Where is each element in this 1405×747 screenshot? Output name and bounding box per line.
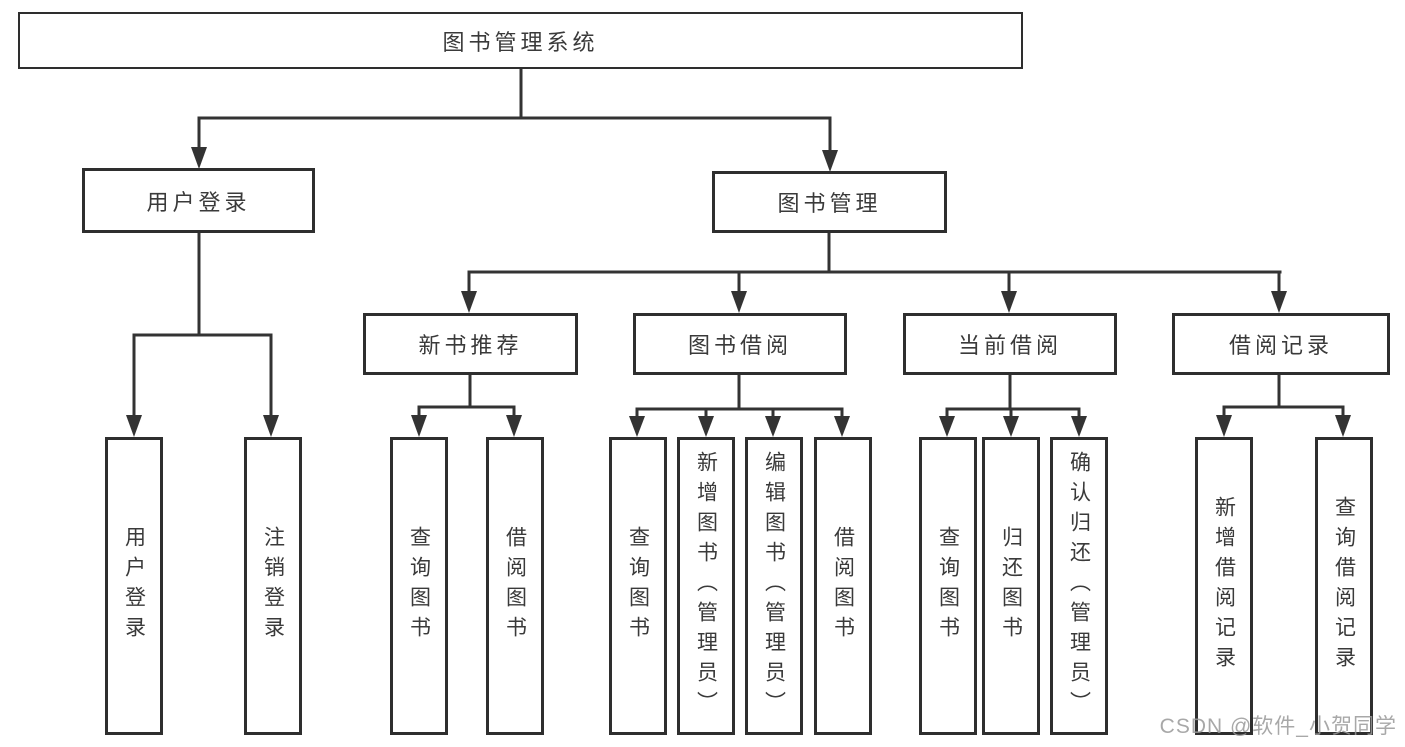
leaf-return-books: 归还图书: [982, 437, 1040, 735]
node-borrow-records: 借阅记录: [1172, 313, 1390, 375]
connector-new-book-recommend-children: [411, 373, 522, 437]
node-root: 图书管理系统: [18, 12, 1023, 69]
connector-current-borrow-children: [939, 373, 1087, 437]
leaf-user-login: 用户登录: [105, 437, 163, 735]
leaf-query-books-borrow: 查询图书: [609, 437, 667, 735]
node-current-borrow: 当前借阅: [903, 313, 1117, 375]
node-book-management: 图书管理: [712, 171, 947, 233]
connector-book-management-children: [461, 231, 1287, 313]
leaf-borrow-books-recommend: 借阅图书: [486, 437, 544, 735]
leaf-query-books-recommend: 查询图书: [390, 437, 448, 735]
leaf-edit-books-admin: 编辑图书（管理员）: [745, 437, 803, 735]
csdn-watermark: CSDN @软件_小贺同学: [1159, 715, 1397, 738]
node-user-login: 用户登录: [82, 168, 315, 233]
leaf-confirm-return-admin: 确认归还（管理员）: [1050, 437, 1108, 735]
connector-root-to-level2: [191, 67, 838, 172]
connector-user-login-children: [126, 231, 279, 437]
leaf-query-books-current: 查询图书: [919, 437, 977, 735]
node-book-borrow: 图书借阅: [633, 313, 847, 375]
leaf-query-borrow-record: 查询借阅记录: [1315, 437, 1373, 735]
leaf-add-borrow-record: 新增借阅记录: [1195, 437, 1253, 735]
node-new-book-recommend: 新书推荐: [363, 313, 578, 375]
connector-book-borrow-children: [629, 373, 850, 437]
leaf-borrow-books: 借阅图书: [814, 437, 872, 735]
leaf-add-books-admin: 新增图书（管理员）: [677, 437, 735, 735]
connector-borrow-records-children: [1216, 373, 1351, 437]
leaf-logout: 注销登录: [244, 437, 302, 735]
